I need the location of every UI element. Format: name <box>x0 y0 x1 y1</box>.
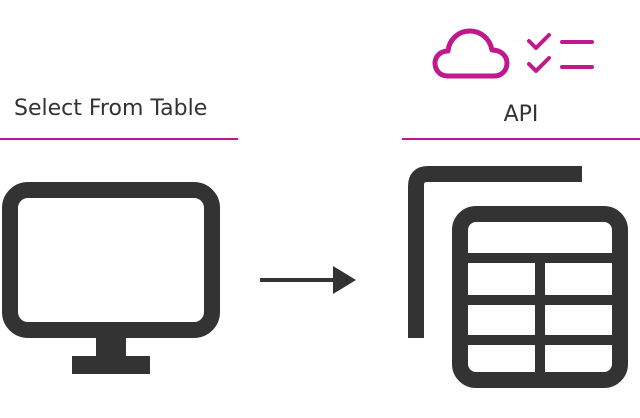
arrow-right-icon <box>260 266 356 294</box>
cloud-icon <box>432 28 510 79</box>
checklist-icon <box>527 33 594 73</box>
table-stack-icon <box>408 166 628 388</box>
source-label: Select From Table <box>14 96 208 121</box>
target-header: API <box>402 0 640 140</box>
target-label: API <box>503 102 539 127</box>
source-divider <box>0 138 238 140</box>
monitor-icon <box>2 182 220 374</box>
target-divider <box>402 138 640 140</box>
